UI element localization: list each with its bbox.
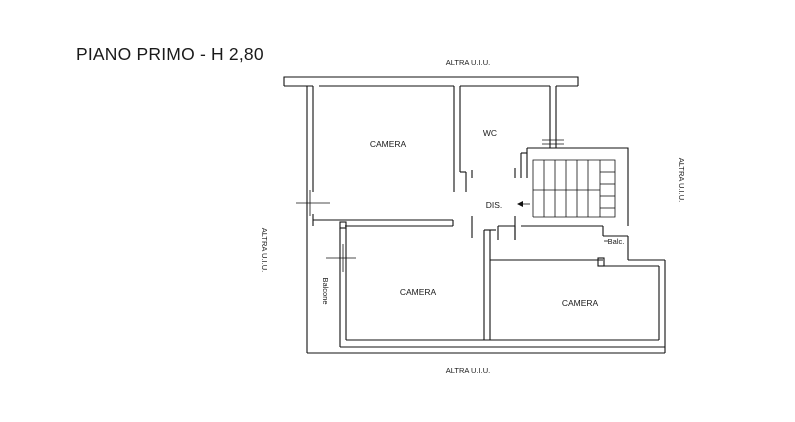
room-label-balcone: Balcone [321,277,330,304]
room-label-camera-top: CAMERA [370,139,407,149]
door-jambs [471,168,516,240]
room-label-camera-bottom-left: CAMERA [400,287,437,297]
window-marks [296,139,564,272]
top-boundary-wall [283,76,579,87]
room-label-dis: DIS. [486,200,503,210]
stair-arrow-icon [517,201,530,207]
interior-walls [313,86,665,348]
neighbor-label-right: ALTRA U.I.U. [677,158,686,202]
room-label-camera-bottom-right: CAMERA [562,298,599,308]
neighbor-label-bottom: ALTRA U.I.U. [446,366,490,375]
room-label-wc: WC [483,128,497,138]
plan-title: PIANO PRIMO - H 2,80 [76,44,264,64]
neighbor-label-left: ALTRA U.I.U. [260,228,269,272]
exterior-walls [306,86,666,354]
room-label-balc: Balc. [608,237,625,246]
staircase [532,159,616,218]
neighbor-label-top: ALTRA U.I.U. [446,58,490,67]
